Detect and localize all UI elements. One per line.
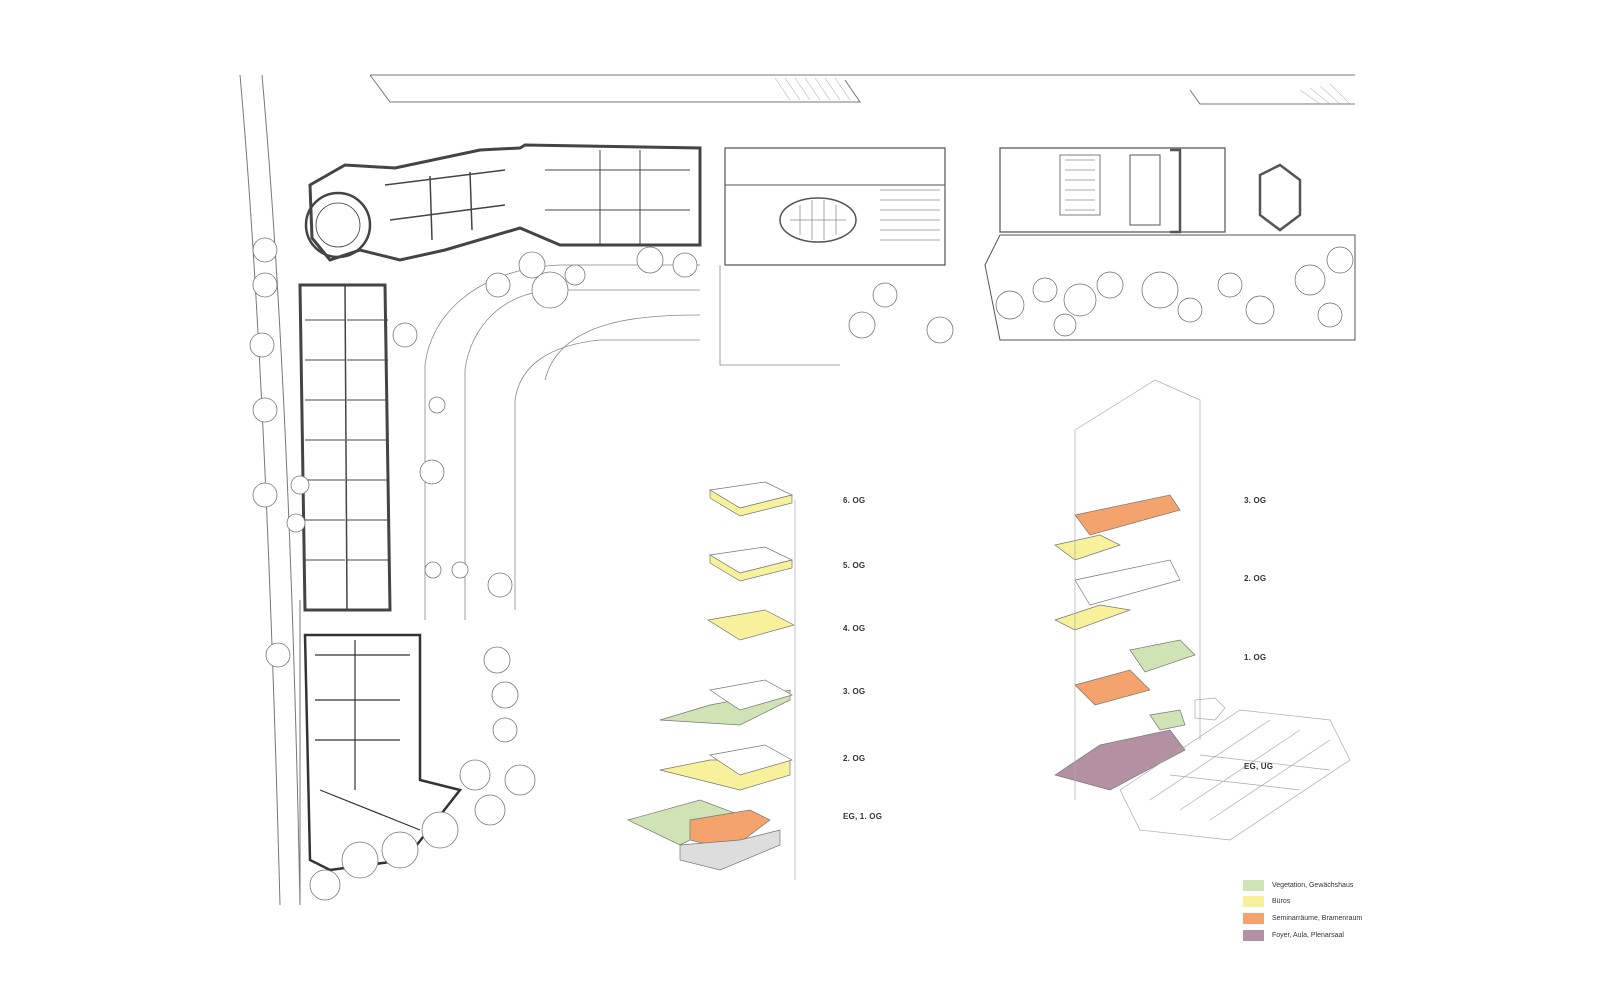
level-label-eg-1og: EG, 1. OG bbox=[843, 812, 883, 821]
trees bbox=[249, 237, 954, 901]
level-label-right-2og: 2. OG bbox=[1244, 574, 1267, 583]
legend-swatch bbox=[1243, 929, 1264, 941]
main-building-plan bbox=[298, 143, 702, 612]
middle-building-plan bbox=[724, 147, 946, 266]
right-stack-outline bbox=[1074, 379, 1351, 841]
level-label-right-eg-ug: EG, UG bbox=[1244, 762, 1274, 771]
legend-label: Foyer, Aula, Plenarsaal bbox=[1272, 931, 1344, 939]
legend-label: Büros bbox=[1272, 897, 1291, 905]
right-building-plan bbox=[984, 147, 1356, 341]
street-lines bbox=[239, 74, 1355, 906]
level-label-2og: 2. OG bbox=[843, 754, 866, 763]
legend-label: Seminarräume, Bramenraum bbox=[1272, 914, 1363, 922]
level-label-3og: 3. OG bbox=[843, 687, 866, 696]
top-hatch bbox=[774, 77, 1351, 105]
level-label-right-3og: 3. OG bbox=[1244, 496, 1267, 505]
legend-item-offices: Büros bbox=[1243, 895, 1290, 907]
legend-item-vegetation: Vegetation, Gewächshaus bbox=[1243, 879, 1353, 891]
legend-label: Vegetation, Gewächshaus bbox=[1272, 881, 1354, 889]
legend-swatch bbox=[1243, 879, 1264, 891]
legend-item-seminar: Seminarräume, Bramenraum bbox=[1243, 912, 1362, 924]
legend-swatch bbox=[1243, 912, 1264, 924]
level-label-5og: 5. OG bbox=[843, 561, 866, 570]
right-axonometric-stack bbox=[1054, 494, 1196, 791]
palm-garden bbox=[995, 246, 1354, 337]
level-label-4og: 4. OG bbox=[843, 624, 866, 633]
left-axonometric-stack bbox=[627, 481, 795, 871]
legend-item-foyer: Foyer, Aula, Plenarsaal bbox=[1243, 929, 1344, 941]
level-label-right-1og: 1. OG bbox=[1244, 653, 1267, 662]
legend-swatch bbox=[1243, 895, 1264, 907]
level-label-6og: 6. OG bbox=[843, 496, 866, 505]
